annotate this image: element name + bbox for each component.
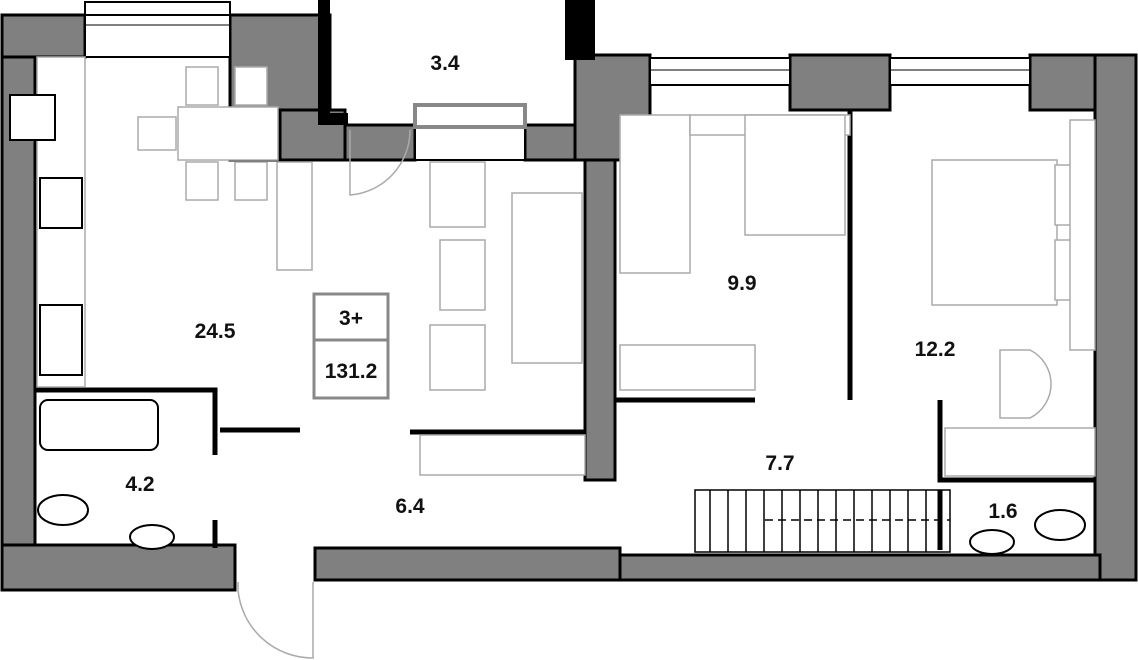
area-wc: 1.6	[988, 500, 1017, 523]
walls	[0, 0, 1138, 592]
area-bedroom-large: 12.2	[915, 338, 956, 361]
partitions	[35, 110, 1095, 550]
apartment-summary: 3+ 131.2	[312, 292, 390, 400]
windows	[84, 1, 1031, 161]
area-bathroom: 4.2	[125, 473, 154, 496]
area-balcony: 3.4	[430, 52, 460, 75]
room-labels: 3.4 24.5 4.2 6.4 9.9 7.7 12.2 1.6	[125, 52, 1017, 523]
total-area-label: 131.2	[325, 360, 378, 383]
area-bedroom-small: 9.9	[727, 272, 756, 295]
area-hallway: 6.4	[395, 495, 425, 518]
area-corridor: 7.7	[765, 452, 794, 475]
furniture	[9, 56, 1096, 555]
stairs	[694, 489, 951, 553]
area-kitchen-living: 24.5	[195, 320, 236, 343]
doors	[237, 129, 411, 659]
rooms-count-label: 3+	[339, 307, 363, 330]
